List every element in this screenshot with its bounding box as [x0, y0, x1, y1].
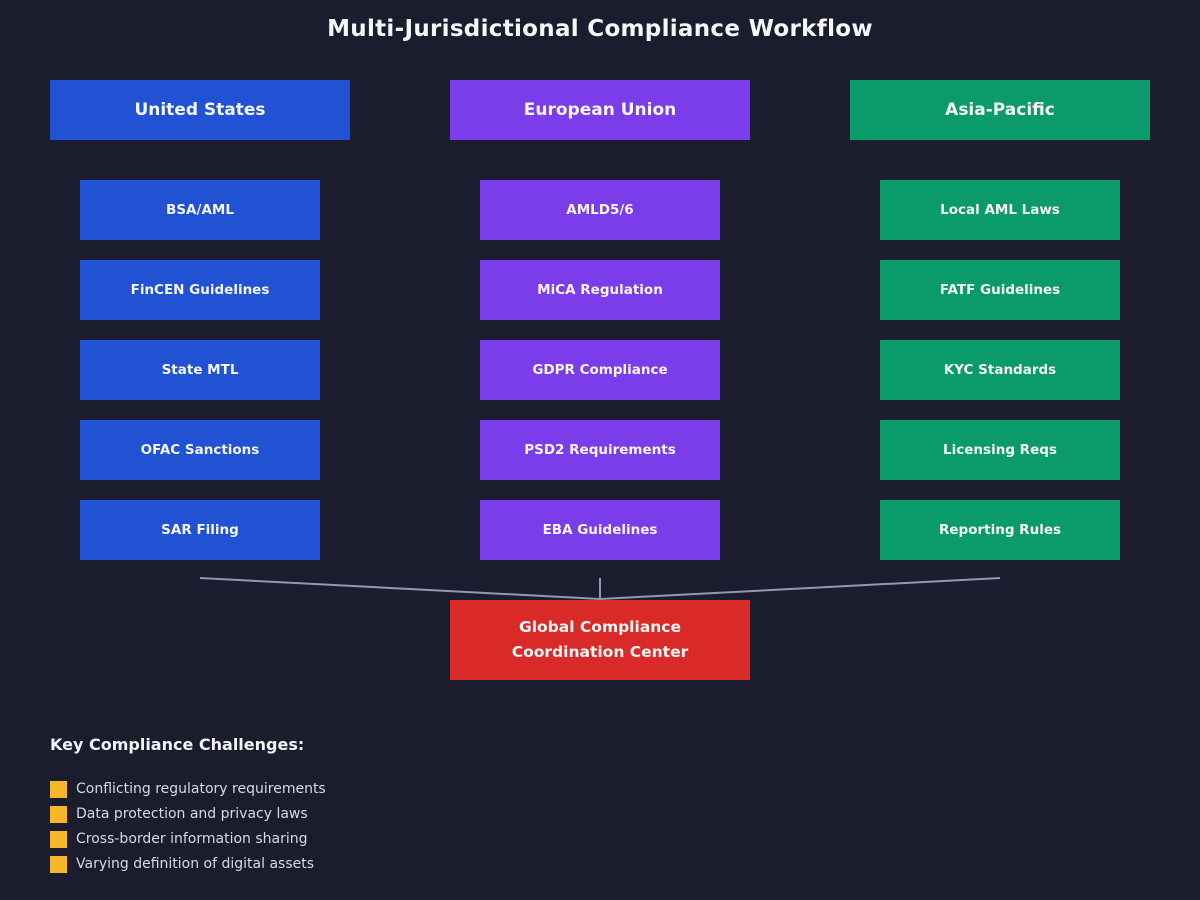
node-fatf-guidelines: FATF Guidelines: [880, 260, 1120, 320]
column-header-united-states: United States: [50, 80, 350, 140]
node-mica-regulation: MiCA Regulation: [480, 260, 720, 320]
bullet-square-icon: [50, 856, 67, 873]
node-local-aml-laws: Local AML Laws: [880, 180, 1120, 240]
center-box-label-line1: Global Compliance: [518, 618, 682, 636]
challenge-label: Conflicting regulatory requirements: [76, 781, 326, 797]
node-eba-guidelines: EBA Guidelines: [480, 500, 720, 560]
challenge-label: Data protection and privacy laws: [76, 806, 308, 822]
bullet-square-icon: [50, 806, 67, 823]
challenge-label: Cross-border information sharing: [76, 831, 308, 847]
column-header-asia-pacific: Asia-Pacific: [850, 80, 1150, 140]
challenge-row: Conflicting regulatory requirements: [50, 781, 650, 798]
column-asia-pacific: Local AML Laws FATF Guidelines KYC Stand…: [880, 180, 1120, 580]
column-united-states: BSA/AML FinCEN Guidelines State MTL OFAC…: [80, 180, 320, 580]
key-challenges-heading: Key Compliance Challenges:: [50, 735, 305, 754]
node-bsa-aml: BSA/AML: [80, 180, 320, 240]
challenge-label: Varying definition of digital assets: [76, 856, 315, 872]
node-psd2-requirements: PSD2 Requirements: [480, 420, 720, 480]
key-challenges-section: Key Compliance Challenges: Conflicting r…: [50, 735, 650, 881]
node-licensing-reqs: Licensing Reqs: [880, 420, 1120, 480]
global-coordination-center-box: Global Compliance Coordination Center: [450, 600, 750, 680]
node-sar-filing: SAR Filing: [80, 500, 320, 560]
bullet-square-icon: [50, 781, 67, 798]
node-state-mtl: State MTL: [80, 340, 320, 400]
challenge-row: Data protection and privacy laws: [50, 806, 650, 823]
node-ofac-sanctions: OFAC Sanctions: [80, 420, 320, 480]
node-fincen-guidelines: FinCEN Guidelines: [80, 260, 320, 320]
bullet-square-icon: [50, 831, 67, 848]
diagram-title: Multi-Jurisdictional Compliance Workflow: [327, 16, 873, 42]
center-box-label-line2: Coordination Center: [511, 643, 689, 661]
node-gdpr-compliance: GDPR Compliance: [480, 340, 720, 400]
node-amld5-6: AMLD5/6: [480, 180, 720, 240]
node-kyc-standards: KYC Standards: [880, 340, 1120, 400]
challenge-row: Cross-border information sharing: [50, 831, 650, 848]
column-header-european-union: European Union: [450, 80, 750, 140]
challenge-row: Varying definition of digital assets: [50, 856, 650, 873]
connector-line-left: [199, 577, 601, 600]
connector-line-right: [599, 577, 1001, 600]
column-european-union: AMLD5/6 MiCA Regulation GDPR Compliance …: [480, 180, 720, 580]
node-reporting-rules: Reporting Rules: [880, 500, 1120, 560]
